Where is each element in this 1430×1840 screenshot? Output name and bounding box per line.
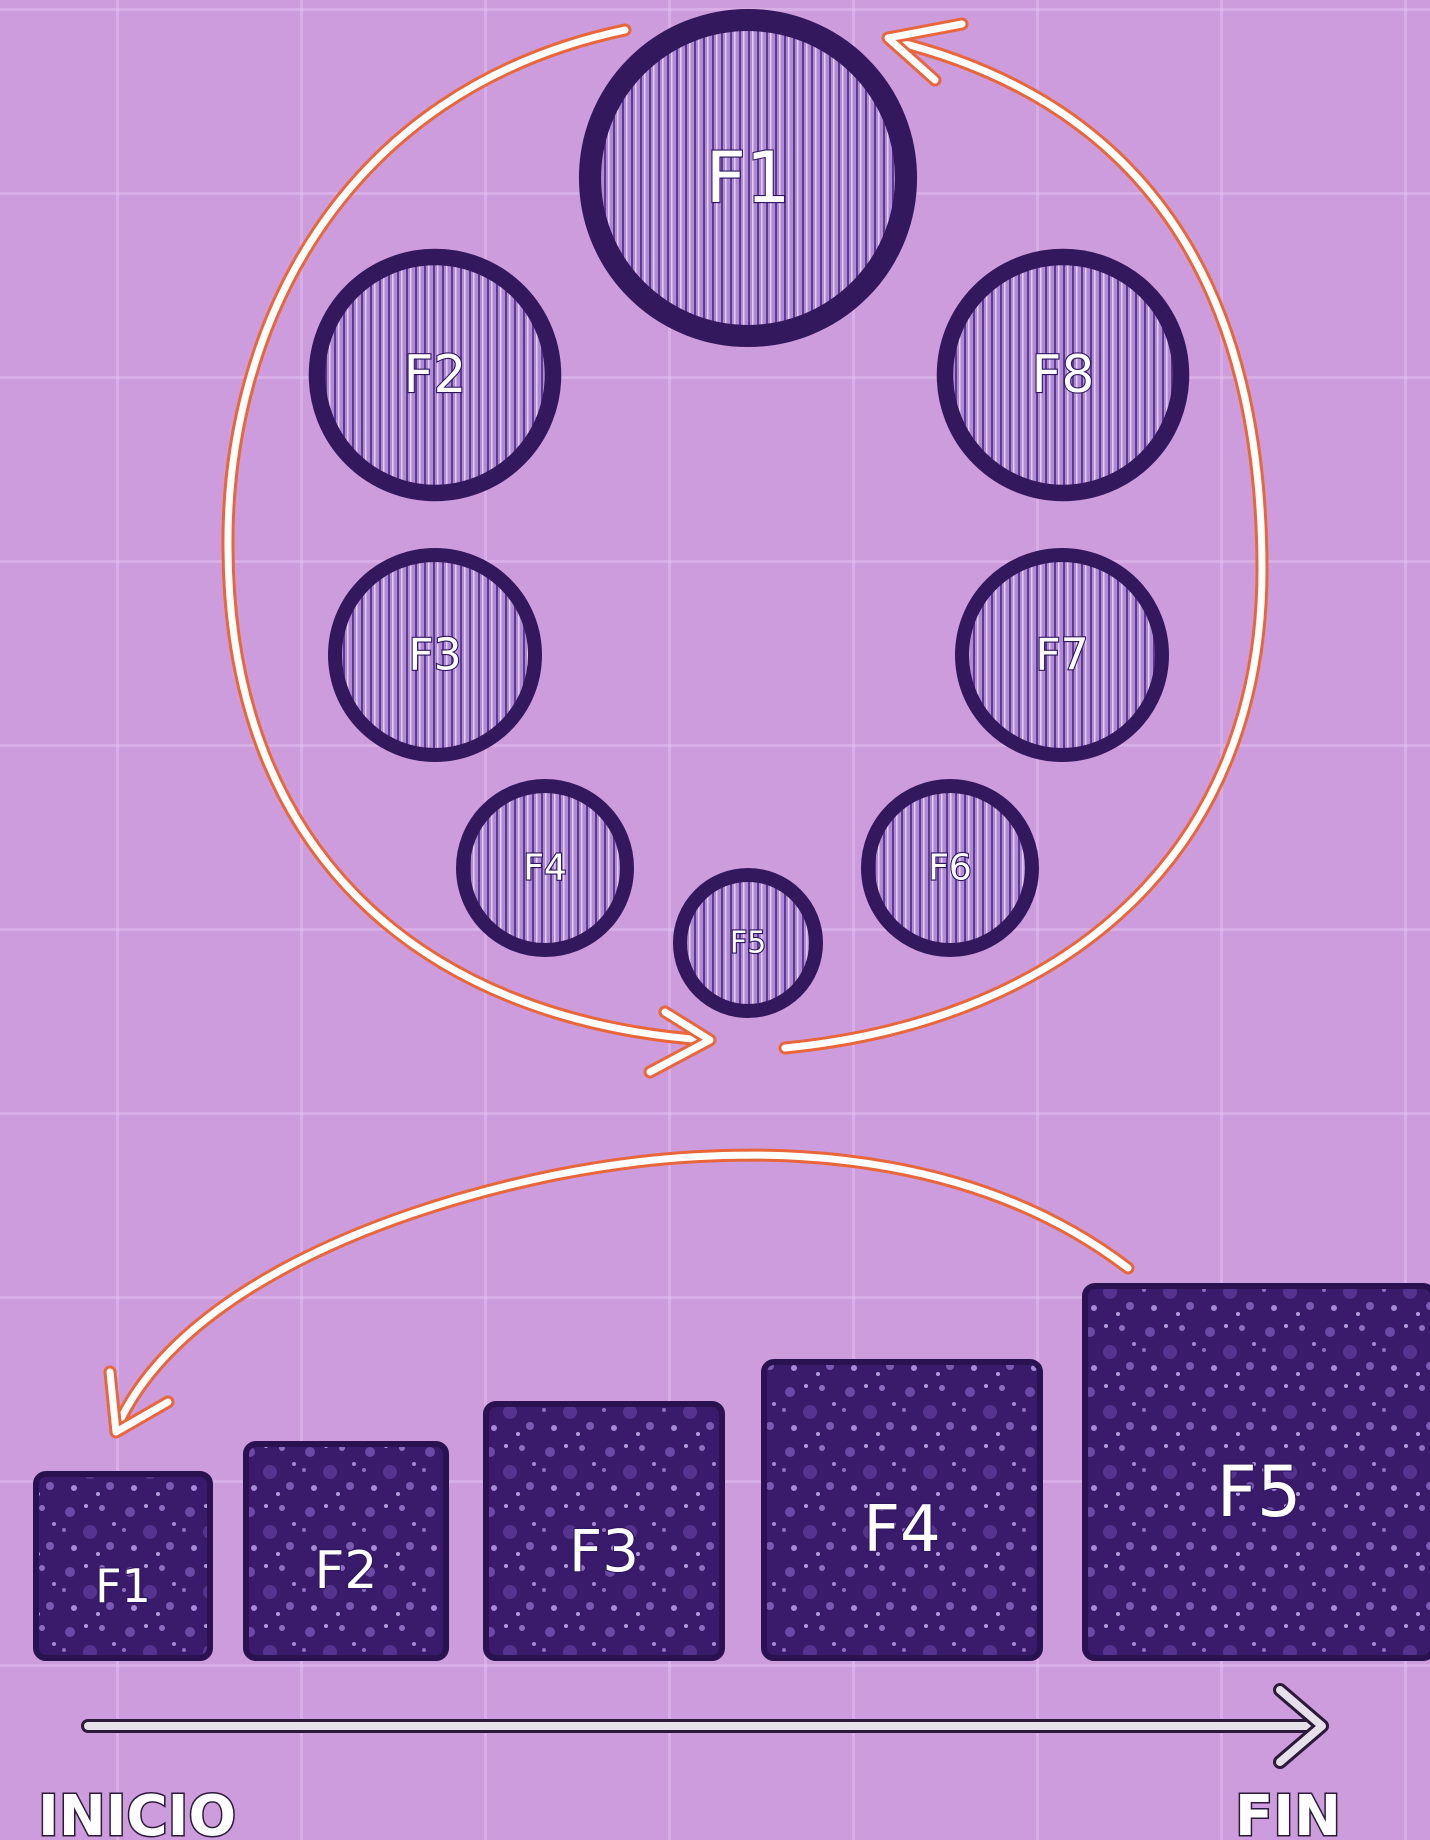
cycle-node-label: F8 [1032, 345, 1095, 405]
cycle-node-f3: F3 [335, 555, 535, 755]
progression-block-label: F4 [863, 1493, 941, 1567]
progression-block-f4: F4 [764, 1362, 1040, 1658]
cycle-node-f4: F4 [463, 786, 627, 950]
cycle-node-label: F2 [404, 345, 467, 405]
progression-block-label: F5 [1217, 1451, 1302, 1533]
cycle-node-label: F6 [928, 848, 972, 889]
progression-block-f2: F2 [246, 1444, 446, 1658]
cycle-node-label: F5 [730, 926, 766, 961]
cycle-node-f6: F6 [868, 786, 1032, 950]
progression-block-f3: F3 [486, 1404, 722, 1658]
cycle-node-f1: F1 [590, 20, 906, 336]
start-label: INICIO [38, 1784, 236, 1840]
timeline-arrow [88, 1690, 1322, 1762]
progression-block-f5: F5 [1085, 1286, 1430, 1658]
progression-block-f1: F1 [36, 1474, 210, 1658]
cycle-node-label: F4 [523, 848, 567, 889]
cycle-node-f2: F2 [317, 257, 553, 493]
end-label: FIN [1235, 1784, 1341, 1840]
cycle-node-label: F1 [706, 137, 791, 219]
progression-blocks: F1 F2 F3 F4 F5 [36, 1286, 1430, 1658]
progression-block-label: F2 [315, 1541, 378, 1601]
progression-block-label: F3 [569, 1517, 639, 1585]
cycle-node-f7: F7 [962, 555, 1162, 755]
cycle-node-f8: F8 [945, 257, 1181, 493]
progression-block-label: F1 [95, 1559, 151, 1613]
cycle-node-f5: F5 [680, 875, 816, 1011]
cycle-node-label: F7 [1035, 630, 1088, 681]
cycle-node-label: F3 [408, 630, 461, 681]
